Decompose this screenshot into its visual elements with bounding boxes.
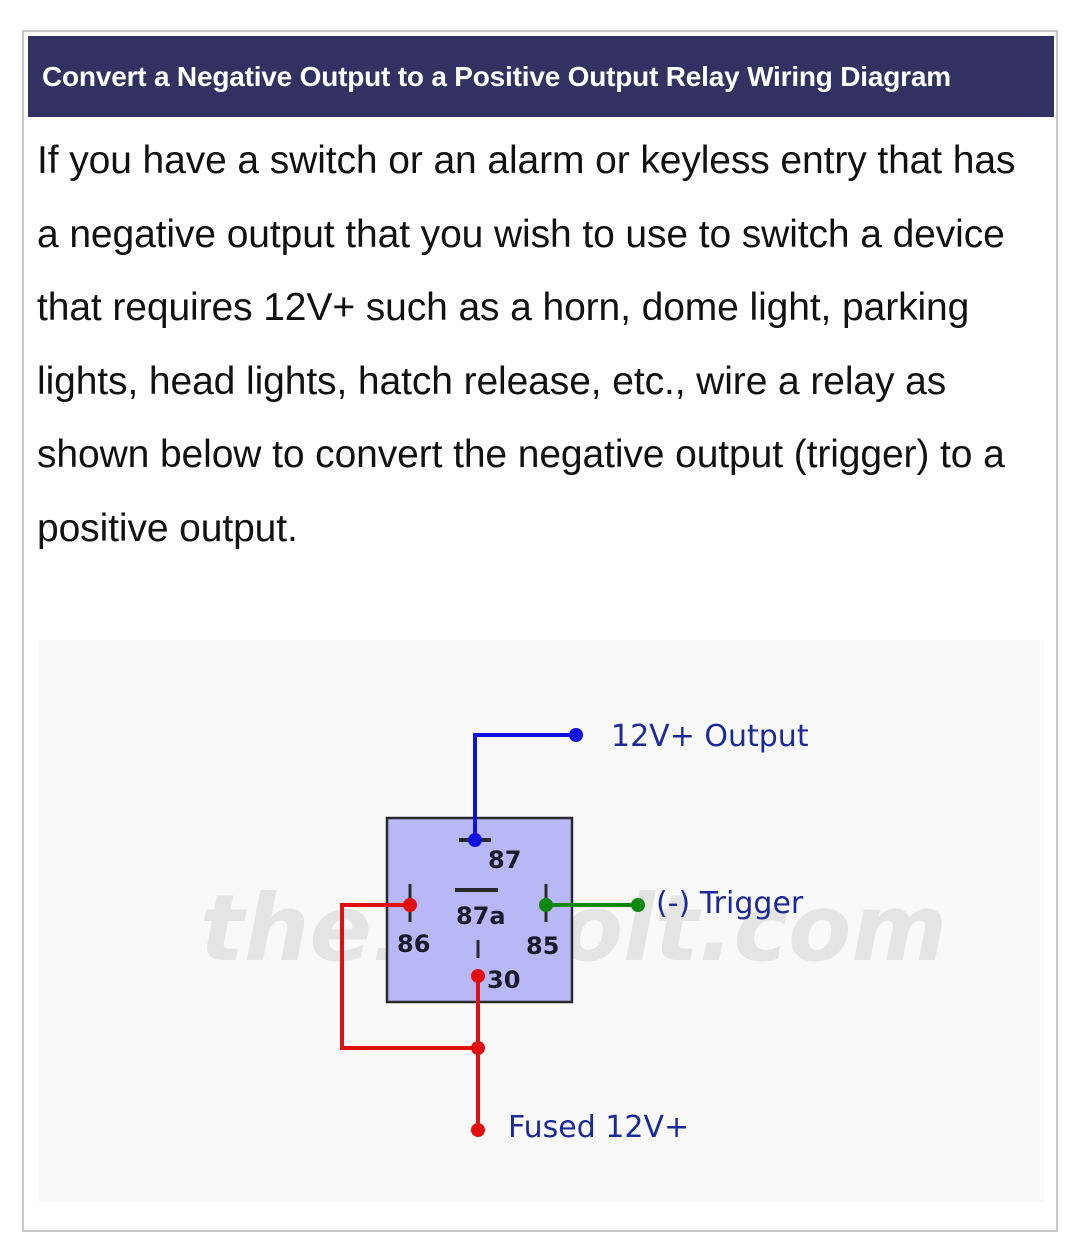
pin-87-dot bbox=[468, 833, 482, 847]
description-paragraph: If you have a switch or an alarm or keyl… bbox=[37, 139, 1016, 550]
output-terminal-dot bbox=[569, 728, 583, 742]
power-wire-86 bbox=[340, 903, 478, 1050]
page-title: Convert a Negative Output to a Positive … bbox=[42, 60, 951, 92]
relay-wiring-svg: the12volt.com bbox=[200, 719, 947, 1145]
title-bar: Convert a Negative Output to a Positive … bbox=[28, 36, 1054, 117]
pin-30-dot bbox=[471, 969, 485, 983]
power-junction-dot bbox=[471, 1041, 485, 1055]
pin-87a-label: 87a bbox=[456, 902, 506, 930]
trigger-terminal-dot bbox=[631, 898, 645, 912]
watermark-text: the12volt.com bbox=[200, 875, 947, 982]
pin-85-label: 85 bbox=[526, 932, 559, 960]
wiring-diagram: the12volt.com bbox=[38, 640, 1044, 1202]
pin-86-label: 86 bbox=[397, 930, 430, 958]
output-label: 12V+ Output bbox=[611, 719, 809, 754]
pin-86-dot bbox=[403, 898, 417, 912]
pin-85-dot bbox=[539, 898, 553, 912]
fused-power-label: Fused 12V+ bbox=[508, 1110, 689, 1145]
fused-terminal-dot bbox=[471, 1123, 485, 1137]
trigger-label: (-) Trigger bbox=[656, 886, 804, 921]
output-wire bbox=[473, 733, 574, 840]
pin-87-label: 87 bbox=[488, 846, 521, 874]
diagram-card: Convert a Negative Output to a Positive … bbox=[22, 30, 1058, 1232]
pin-30-label: 30 bbox=[487, 966, 520, 994]
